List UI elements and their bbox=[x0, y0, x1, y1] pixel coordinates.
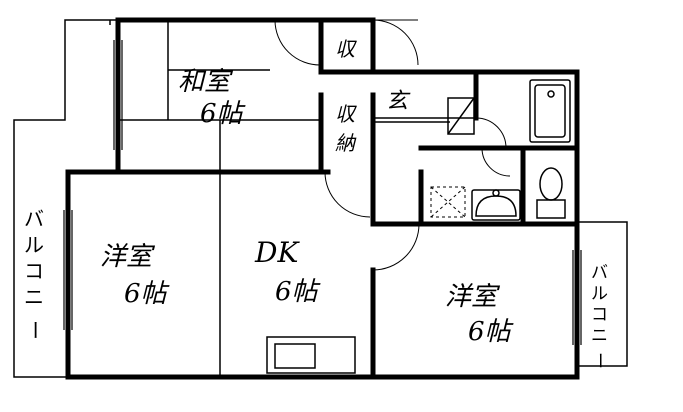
storage-small-label: 収 bbox=[335, 37, 357, 61]
balcony-right-char-5: ー bbox=[589, 352, 609, 369]
balcony-left-label: バ ル コ ニ ー bbox=[23, 207, 47, 340]
balcony-right-char-4: ニ bbox=[591, 326, 608, 346]
walls bbox=[65, 17, 580, 380]
toilet bbox=[536, 167, 566, 219]
closet-label-1: 収 bbox=[335, 102, 357, 126]
balcony-right-outline bbox=[576, 221, 628, 367]
windows bbox=[63, 40, 582, 345]
partitions bbox=[118, 20, 476, 377]
balcony-left-char-3: コ bbox=[24, 259, 44, 283]
washitsu-name: 和室 bbox=[178, 67, 234, 97]
balcony-right-char-3: コ bbox=[591, 305, 608, 325]
balcony-right-char-1: バ bbox=[591, 263, 608, 283]
balcony-left-char-5: ー bbox=[23, 320, 47, 340]
closet-label-2: 納 bbox=[335, 131, 357, 155]
balcony-left-char-4: ニ bbox=[24, 285, 44, 309]
youshitsu-left-size: 6帖 bbox=[124, 279, 171, 309]
youshitsu-right-size: 6帖 bbox=[468, 317, 515, 347]
balcony-right-char-2: ル bbox=[591, 284, 608, 304]
washing-machine-area bbox=[430, 186, 466, 218]
balcony-left-char-2: ル bbox=[24, 233, 44, 257]
kitchen-counter bbox=[266, 336, 356, 374]
balcony-left-char-1: バ bbox=[24, 207, 44, 231]
entrance-label: 玄 bbox=[386, 89, 411, 114]
youshitsu-right-name: 洋室 bbox=[445, 282, 501, 312]
door-swings bbox=[274, 19, 511, 271]
dk-size: 6帖 bbox=[275, 277, 322, 307]
washitsu-size: 6帖 bbox=[200, 99, 247, 129]
bathtub bbox=[529, 79, 571, 143]
dk-name: DK bbox=[254, 236, 300, 269]
balcony-left-outline bbox=[13, 19, 118, 378]
balcony-right-label: バ ル コ ニ ー bbox=[589, 263, 609, 369]
youshitsu-left-name: 洋室 bbox=[100, 242, 156, 272]
washbasin bbox=[471, 189, 521, 221]
